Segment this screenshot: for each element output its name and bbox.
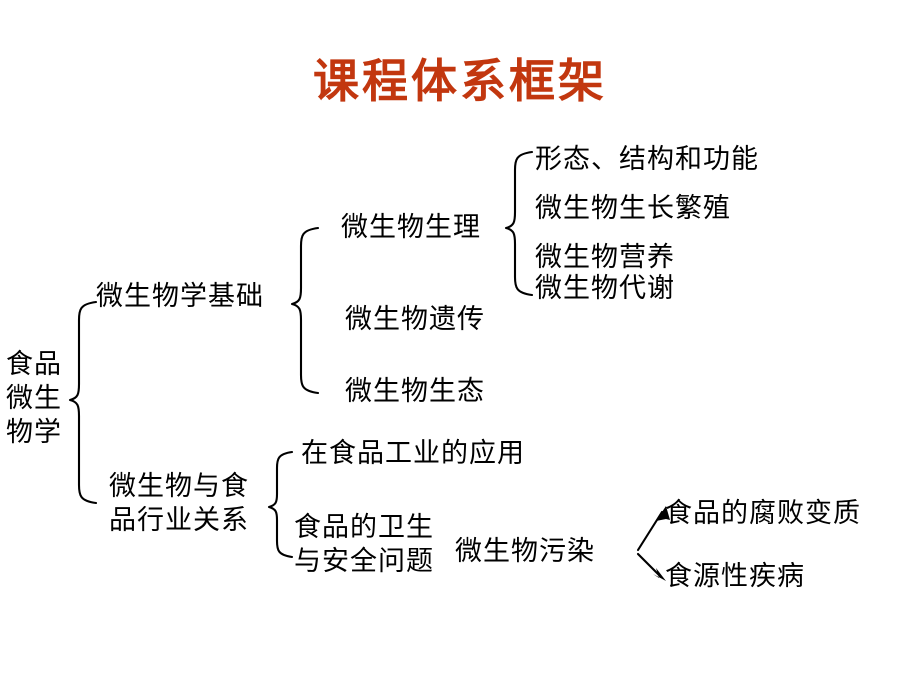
node-microbial-nutrition[interactable]: 微生物营养	[535, 242, 675, 273]
node-foodborne-disease[interactable]: 食源性疾病	[665, 561, 805, 592]
node-application-in-food-industry[interactable]: 在食品工业的应用	[301, 438, 525, 469]
page-title: 课程体系框架	[313, 54, 607, 108]
node-morphology-structure-function[interactable]: 形态、结构和功能	[535, 144, 759, 175]
node-microbial-genetics[interactable]: 微生物遗传	[345, 304, 485, 335]
node-microbial-ecology[interactable]: 微生物生态	[345, 376, 485, 407]
node-food-hygiene-and-safety[interactable]: 食品的卫生 与安全问题	[294, 512, 434, 577]
node-microbes-and-food-industry[interactable]: 微生物与食 品行业关系	[109, 471, 249, 536]
node-microbial-metabolism[interactable]: 微生物代谢	[535, 273, 675, 304]
node-microbial-growth-reproduction[interactable]: 微生物生长繁殖	[535, 193, 731, 224]
arrow-line-spoilage	[636, 510, 664, 552]
node-microbiology-basics[interactable]: 微生物学基础	[96, 281, 264, 312]
node-food-spoilage[interactable]: 食品的腐败变质	[665, 498, 861, 529]
node-microbial-contamination[interactable]: 微生物污染	[455, 536, 595, 567]
node-microbial-physiology[interactable]: 微生物生理	[341, 212, 481, 243]
brace-basics	[290, 226, 320, 395]
brace-industry	[267, 450, 294, 559]
node-root-food-microbiology[interactable]: 食品 微生 物学	[6, 349, 62, 448]
brace-physiology	[504, 150, 534, 297]
arrow-line-foodborne	[636, 552, 662, 578]
